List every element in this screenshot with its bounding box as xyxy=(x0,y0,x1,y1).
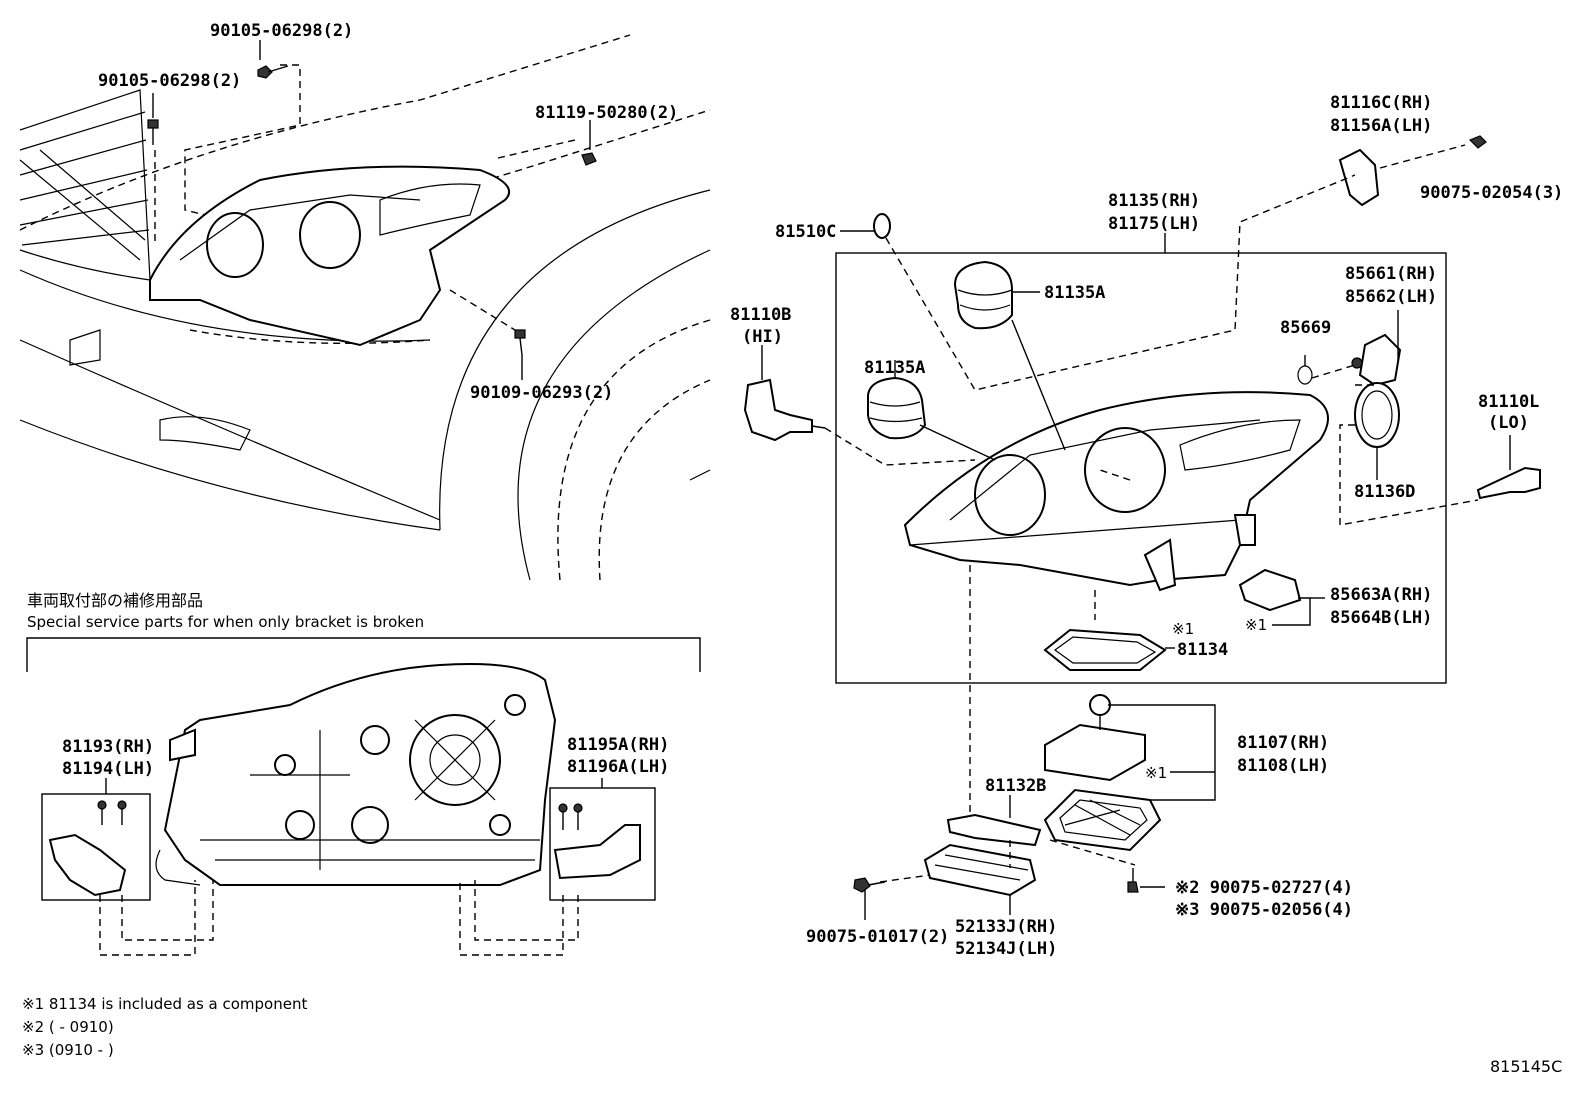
label-81108: 81108(LH) xyxy=(1237,756,1329,776)
headlamp-installed-illustration xyxy=(149,165,511,347)
bulb-socket-icon xyxy=(1351,333,1402,387)
lo-cover-ring xyxy=(1354,382,1400,448)
label-81193: 81193(RH) xyxy=(62,737,154,757)
leveling-motor-icon xyxy=(1238,568,1302,612)
screw-icon xyxy=(853,868,1139,893)
label-ref1-81134: ※1 xyxy=(1172,620,1194,638)
dust-cover-lower xyxy=(867,376,927,440)
label-81194: 81194(LH) xyxy=(62,759,154,779)
special-section-bracket xyxy=(26,637,701,672)
label-81135: 81135(RH) xyxy=(1108,191,1200,211)
label-90105-06298-left: 90105-06298(2) xyxy=(98,71,241,91)
label-81116c: 81116C(RH) xyxy=(1330,93,1432,113)
label-90105-06298-top: 90105-06298(2) xyxy=(210,21,353,41)
label-ref1-85664b: ※1 xyxy=(1245,616,1267,634)
label-90075-01017: 90075-01017(2) xyxy=(806,927,949,947)
bracket-52133j-icon xyxy=(923,843,1037,897)
leader-lines-upper-left xyxy=(152,40,591,380)
label-85669: 85669 xyxy=(1280,318,1331,338)
label-81195a: 81195A(RH) xyxy=(567,735,669,755)
bulb-cap-icon xyxy=(873,213,891,239)
label-81136d: 81136D xyxy=(1354,482,1415,502)
bracket-81132b-icon xyxy=(946,813,1042,847)
headlamp-rear-view-illustration xyxy=(155,663,557,886)
label-85664b: 85664B(LH) xyxy=(1330,608,1432,628)
label-52134j: 52134J(LH) xyxy=(955,939,1057,959)
label-81107: 81107(RH) xyxy=(1237,733,1329,753)
o-ring-icon xyxy=(1297,365,1313,385)
footnote-3: ※3 (0910 - ) xyxy=(22,1041,114,1059)
gasket-81134-icon xyxy=(1043,628,1167,671)
label-90109-06293: 90109-06293(2) xyxy=(470,383,613,403)
label-81119-50280: 81119-50280(2) xyxy=(535,103,678,123)
leader-lines-right xyxy=(761,144,1511,920)
label-81175: 81175(LH) xyxy=(1108,214,1200,234)
footnote-2: ※2 ( - 0910) xyxy=(22,1018,114,1036)
label-81132b: 81132B xyxy=(985,776,1046,796)
label-lo: (LO) xyxy=(1488,413,1529,433)
label-81135a-upper: 81135A xyxy=(1044,283,1105,303)
label-hi: (HI) xyxy=(742,327,783,347)
bracket-81116c-icon xyxy=(1338,135,1487,207)
hi-bulb-icon xyxy=(743,378,826,442)
footnote-1: ※1 81134 is included as a component xyxy=(22,995,307,1013)
special-section-title-jp: 車両取付部の補修用部品 xyxy=(27,591,203,610)
label-81135a-lower: 81135A xyxy=(864,358,925,378)
bracket-kit-right xyxy=(459,778,656,956)
label-81510c: 81510C xyxy=(775,222,836,242)
dust-cover-upper xyxy=(953,260,1013,330)
label-81156a: 81156A(LH) xyxy=(1330,116,1432,136)
figure-id: 815145C xyxy=(1490,1057,1562,1076)
bracket-kit-left xyxy=(41,778,214,956)
label-85663a: 85663A(RH) xyxy=(1330,585,1432,605)
headlamp-assembly-frame xyxy=(835,252,1447,684)
special-section-title-en: Special service parts for when only brac… xyxy=(27,613,424,631)
label-ref3-90075-02056: ※3 90075-02056(4) xyxy=(1175,900,1353,920)
label-81110l: 81110L xyxy=(1478,392,1539,412)
label-ref1-81107: ※1 xyxy=(1145,764,1167,782)
label-81196a: 81196A(LH) xyxy=(567,757,669,777)
ballast-ecu-icon xyxy=(1043,694,1162,852)
label-81134: 81134 xyxy=(1177,640,1228,660)
label-52133j: 52133J(RH) xyxy=(955,917,1057,937)
bolt-icon xyxy=(147,65,597,356)
label-85662: 85662(LH) xyxy=(1345,287,1437,307)
label-90075-02054: 90075-02054(3) xyxy=(1420,183,1563,203)
label-85661: 85661(RH) xyxy=(1345,264,1437,284)
label-81110b: 81110B xyxy=(730,305,791,325)
lo-bulb-icon xyxy=(1476,466,1541,500)
headlamp-unit-illustration xyxy=(903,391,1329,592)
label-ref2-90075-02727: ※2 90075-02727(4) xyxy=(1175,878,1353,898)
